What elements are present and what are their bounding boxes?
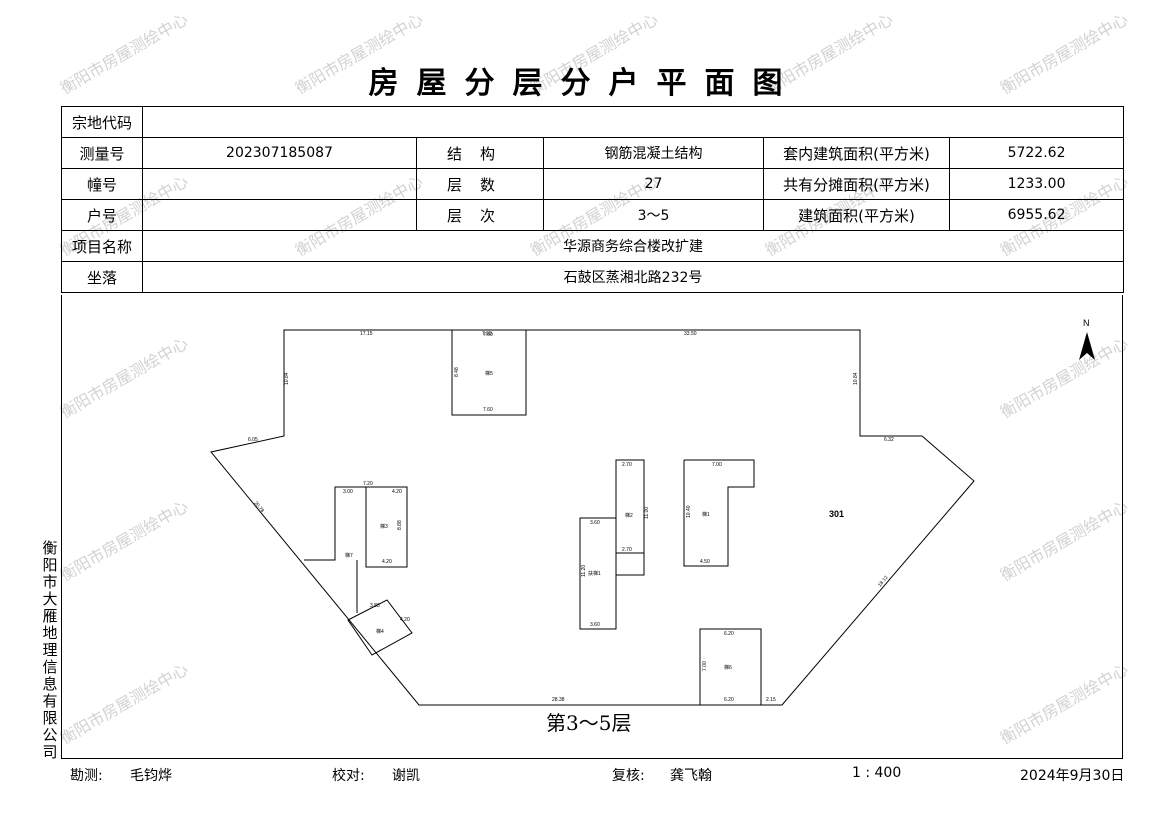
jianzhu-value: 6955.62	[948, 199, 1125, 231]
stair-7-side: 7.20	[363, 481, 373, 487]
north-arrow-icon	[1079, 332, 1095, 360]
review-name: 龚飞翰	[670, 768, 712, 784]
floor-plan-area: N 301 17.15 7.60 33.50 10.84 10.84 6.05 …	[61, 295, 1123, 759]
stair-2-top: 2.70	[622, 462, 632, 468]
survey-label: 勘测:	[70, 768, 103, 784]
jianzhu-label: 建筑面积(平方米)	[763, 199, 950, 231]
stair-1-label: 梯1	[702, 511, 710, 518]
xiangmu-label: 项目名称	[61, 230, 143, 262]
dim-top-left: 17.15	[360, 331, 373, 337]
stair-5	[451, 329, 527, 416]
stair-1-side: 10.40	[686, 505, 692, 518]
stair-6-label: 梯6	[724, 664, 732, 671]
gongyou-value: 1233.00	[948, 168, 1125, 200]
cengshu-value: 27	[543, 168, 764, 200]
dim-bottom-right: 2.15	[766, 697, 776, 703]
zhuang-label: 幢号	[61, 168, 143, 200]
stair-5-label: 梯5	[485, 370, 493, 377]
review-label: 复核:	[612, 768, 645, 784]
north-label: N	[1083, 318, 1090, 328]
stair-2-side: 11.00	[644, 507, 650, 519]
dim-left-diag: 20.78	[252, 500, 265, 514]
zuoluo-value: 石鼓区蒸湘北路232号	[141, 261, 1125, 293]
page-title: 房屋分层分户平面图	[368, 66, 801, 101]
stair-1-bottom: 4.50	[700, 559, 710, 565]
escalator-side: 11.20	[581, 565, 587, 577]
dim-top-mid: 7.60	[482, 331, 492, 337]
cengci-label: 层次	[416, 199, 544, 231]
stair-5-top: 7.60	[483, 332, 493, 338]
stair-3-label: 梯3	[380, 523, 388, 530]
scale: 1 : 400	[852, 765, 902, 781]
building-outline	[210, 329, 975, 706]
stair-4-label: 梯4	[376, 628, 384, 635]
stair-6-top: 6.20	[724, 631, 734, 637]
xiangmu-value: 华源商务综合楼改扩建	[141, 230, 1125, 262]
stair-1	[683, 459, 755, 567]
stair-1-top: 7.00	[712, 462, 722, 468]
stair-6-side: 7.00	[702, 661, 708, 671]
check-label: 校对:	[332, 768, 365, 784]
stair-3-side: 8.88	[397, 520, 403, 530]
celiang-value: 202307185087	[142, 137, 417, 169]
cengci-value: 3～5	[543, 199, 764, 231]
hu-value	[142, 199, 417, 231]
hu-label: 户号	[61, 199, 143, 231]
zuoluo-label: 坐落	[61, 261, 143, 293]
stair-7-top: 3.00	[343, 489, 353, 495]
gongyou-label: 共有分摊面积(平方米)	[763, 168, 950, 200]
stair-2-label: 梯2	[625, 512, 633, 519]
taonei-label: 套内建筑面积(平方米)	[763, 137, 950, 169]
zongdi-value	[141, 106, 1125, 138]
dim-right-step: 6.32	[884, 437, 894, 443]
stair-6	[699, 628, 762, 706]
stair-4-side: 4.20	[400, 617, 410, 623]
room-label: 301	[829, 509, 844, 519]
dim-bottom: 28.38	[552, 697, 565, 703]
taonei-value: 5722.62	[948, 137, 1125, 169]
stair-5-side: 8.48	[454, 367, 460, 377]
info-table: 宗地代码 测量号 202307185087 结构 钢筋混凝土结构 套内建筑面积(…	[61, 106, 1125, 293]
stair-3	[365, 486, 408, 568]
escalator-bottom: 3.60	[590, 622, 600, 628]
stair-2-bottom: 2.70	[622, 547, 632, 553]
dim-top-right: 33.50	[684, 331, 697, 337]
jiegou-label: 结构	[416, 137, 544, 169]
stair-3-top: 4.20	[392, 489, 402, 495]
dim-left-step: 6.05	[248, 437, 258, 443]
celiang-label: 测量号	[61, 137, 143, 169]
escalator-label: 扶梯1	[588, 570, 601, 577]
survey-name: 毛钧烨	[130, 768, 172, 784]
stair-5-bottom: 7.60	[483, 407, 493, 413]
cengshu-label: 层数	[416, 168, 544, 200]
floor-label: 第3～5层	[546, 711, 632, 735]
floor-plan-drawing: N 301 17.15 7.60 33.50 10.84 10.84 6.05 …	[210, 318, 1095, 706]
stair-4-top: 3.83	[370, 603, 380, 609]
stair-7-label: 梯7	[345, 552, 353, 559]
check-name: 谢凯	[392, 768, 420, 784]
dim-left-upper: 10.84	[284, 372, 290, 385]
company-side-text: 衡阳市大雁地理信息有限公司	[42, 539, 58, 761]
stair-7	[304, 486, 366, 561]
zhuang-value	[142, 168, 417, 200]
dim-right-upper: 10.84	[853, 372, 859, 385]
stair-4	[347, 599, 413, 656]
zongdi-label: 宗地代码	[61, 106, 143, 138]
stair-2	[615, 459, 645, 576]
date: 2024年9月30日	[1020, 768, 1125, 784]
stair-6-bottom: 6.20	[724, 697, 734, 703]
stair-3-bottom: 4.20	[382, 559, 392, 565]
escalator-top: 3.60	[590, 520, 600, 526]
jiegou-value: 钢筋混凝土结构	[543, 137, 764, 169]
